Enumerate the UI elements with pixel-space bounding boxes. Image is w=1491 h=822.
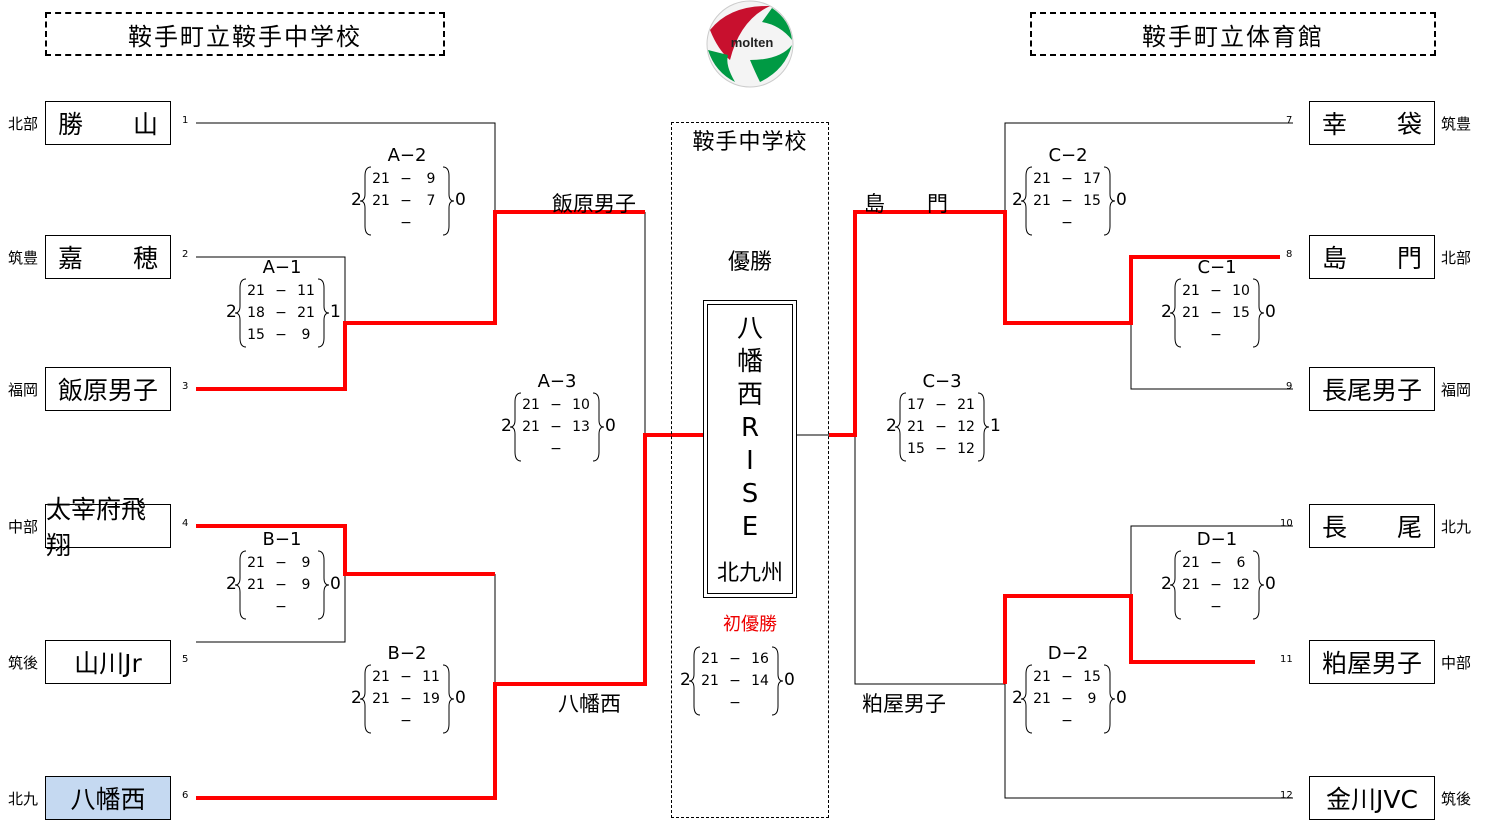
sets-won-right: 1 [990, 416, 1001, 436]
team-box: 飯原男子 [45, 367, 171, 411]
match-label: B−1 [262, 529, 302, 550]
seed-number: 3 [182, 381, 189, 392]
team-region: 福岡 [1441, 381, 1472, 399]
team-box: 八幡西 [45, 776, 171, 820]
venue-right: 鞍手町立体育館 [1030, 12, 1436, 56]
team-box: 金川JVC [1309, 776, 1435, 820]
sets-won-right: 0 [1265, 302, 1276, 322]
winner-label-b2: 八幡西 [558, 692, 621, 716]
team-box: 幸 袋 [1309, 101, 1435, 145]
sets-won-right: 0 [1116, 190, 1127, 210]
team-region: 北部 [1441, 249, 1472, 267]
team-box: 島 門 [1309, 235, 1435, 279]
sets-won-left: 2 [501, 416, 512, 436]
seed-number: 5 [182, 654, 189, 665]
team-region: 北九 [8, 790, 39, 808]
match-label: C−2 [1048, 145, 1088, 166]
seed-number: 7 [1286, 115, 1293, 126]
team-region: 筑豊 [8, 249, 39, 267]
team-region: 北部 [8, 115, 39, 133]
seed-number: 11 [1280, 654, 1293, 665]
seed-number: 10 [1280, 518, 1293, 529]
champion-label: 優勝 [727, 250, 772, 275]
team-region: 福岡 [8, 381, 39, 399]
team-box: 太宰府飛翔 [45, 495, 171, 560]
svg-text:molten: molten [731, 35, 774, 50]
champion-region: 北九州 [716, 561, 783, 586]
champion-name: 八 幡 西 R I S E [736, 314, 763, 542]
sets-won-left: 2 [680, 670, 691, 690]
venue-left: 鞍手町立鞍手中学校 [45, 12, 445, 56]
winner-label-d2: 粕屋男子 [862, 692, 946, 716]
sets-won-left: 2 [351, 190, 362, 210]
match-label: A−1 [262, 257, 302, 278]
match-label: A−3 [537, 371, 577, 392]
team-box: 長 尾 [1309, 504, 1435, 548]
sets-won-left: 2 [1161, 574, 1172, 594]
team-box: 勝 山 [45, 101, 171, 145]
match-label: D−1 [1196, 529, 1238, 550]
sets-won-left: 2 [226, 302, 237, 322]
sets-won-right: 0 [784, 670, 795, 690]
first-win-note: 初優勝 [723, 614, 777, 635]
sets-won-left: 2 [1161, 302, 1172, 322]
sets-won-left: 2 [886, 416, 897, 436]
sets-won-right: 0 [1265, 574, 1276, 594]
team-region: 筑後 [1441, 790, 1472, 808]
match-label: B−2 [387, 643, 427, 664]
seed-number: 8 [1286, 249, 1293, 260]
sets-won-right: 0 [455, 688, 466, 708]
seed-number: 6 [182, 790, 189, 801]
sets-won-left: 2 [1012, 688, 1023, 708]
team-region: 北九 [1441, 518, 1472, 536]
team-region: 中部 [8, 518, 39, 536]
team-box: 長尾男子 [1309, 367, 1435, 411]
sets-won-right: 0 [605, 416, 616, 436]
seed-number: 1 [182, 115, 189, 126]
team-box: 嘉 穂 [45, 235, 171, 279]
winner-label-c2: 島 門 [864, 192, 948, 216]
sets-won-left: 2 [1012, 190, 1023, 210]
match-label: C−3 [922, 371, 962, 392]
sets-won-right: 1 [330, 302, 341, 322]
seed-number: 4 [182, 518, 189, 529]
seed-number: 12 [1280, 790, 1293, 801]
venue-center: 鞍手中学校 [692, 130, 808, 155]
sets-won-right: 0 [1116, 688, 1127, 708]
team-region: 筑豊 [1441, 115, 1472, 133]
match-label: C−1 [1197, 257, 1237, 278]
final-venue-box [671, 122, 829, 818]
team-region: 筑後 [8, 654, 39, 672]
match-label: D−2 [1047, 643, 1089, 664]
seed-number: 9 [1286, 381, 1293, 392]
winner-label-a2: 飯原男子 [552, 192, 636, 216]
seed-number: 2 [182, 249, 189, 260]
sets-won-right: 0 [330, 574, 341, 594]
champion-box: 八 幡 西 R I S E 北九州 [703, 300, 797, 598]
team-box: 山川Jr [45, 640, 171, 684]
sets-won-left: 2 [226, 574, 237, 594]
sets-won-left: 2 [351, 688, 362, 708]
match-label: A−2 [387, 145, 427, 166]
sets-won-right: 0 [455, 190, 466, 210]
team-box: 粕屋男子 [1309, 640, 1435, 684]
volleyball-icon: molten [706, 0, 794, 88]
team-region: 中部 [1441, 654, 1472, 672]
